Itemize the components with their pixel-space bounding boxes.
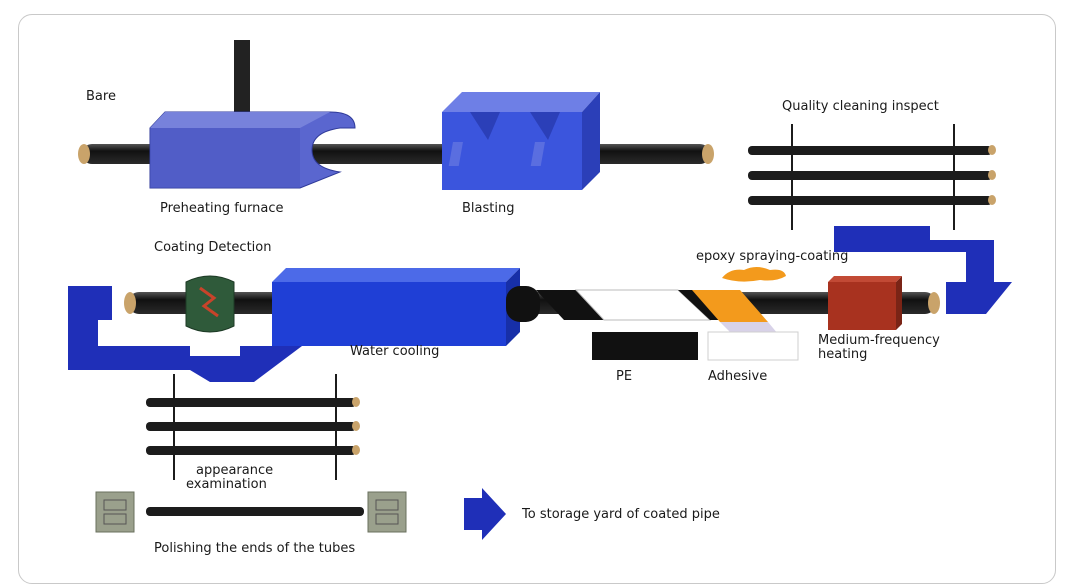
label-polishing: Polishing the ends of the tubes — [154, 541, 355, 556]
storage-arrow — [464, 488, 506, 540]
blasting-machine — [442, 92, 600, 190]
return-arrow-left — [68, 286, 302, 382]
appearance-pipes — [146, 374, 360, 480]
label-water-cooling: Water cooling — [350, 344, 439, 359]
label-examination: examination — [186, 477, 267, 492]
inspection-pipes-top — [748, 124, 996, 230]
label-storage-yard: To storage yard of coated pipe — [521, 507, 720, 522]
coating-detector — [185, 275, 235, 333]
label-quality-cleaning-inspect: Quality cleaning inspect — [782, 99, 939, 114]
water-cooling-tank — [272, 268, 520, 346]
adhesive-layer-block — [707, 331, 799, 361]
polishing-station — [95, 491, 407, 533]
label-medium-frequency: Medium-frequency — [818, 333, 940, 348]
pe-layer-block — [592, 332, 698, 360]
label-pe: PE — [616, 369, 632, 384]
preheating-furnace — [149, 111, 356, 189]
label-coating-detection: Coating Detection — [154, 240, 271, 255]
label-adhesive: Adhesive — [708, 369, 767, 384]
label-blasting: Blasting — [462, 201, 514, 216]
label-appearance: appearance — [196, 463, 273, 478]
chimney — [234, 40, 250, 128]
label-preheating-furnace: Preheating furnace — [160, 201, 284, 216]
label-epoxy-spraying-coating: epoxy spraying-coating — [696, 249, 848, 264]
return-arrow-right — [834, 226, 1012, 314]
epoxy-spray-nozzle — [722, 267, 786, 282]
label-heating: heating — [818, 347, 867, 362]
label-bare: Bare — [86, 89, 116, 104]
coating-wrap-section — [506, 286, 778, 334]
pipe-coating-process-diagram: Bare Preheating furnace Blasting Quality… — [68, 40, 1012, 556]
medium-frequency-heater — [828, 276, 902, 330]
